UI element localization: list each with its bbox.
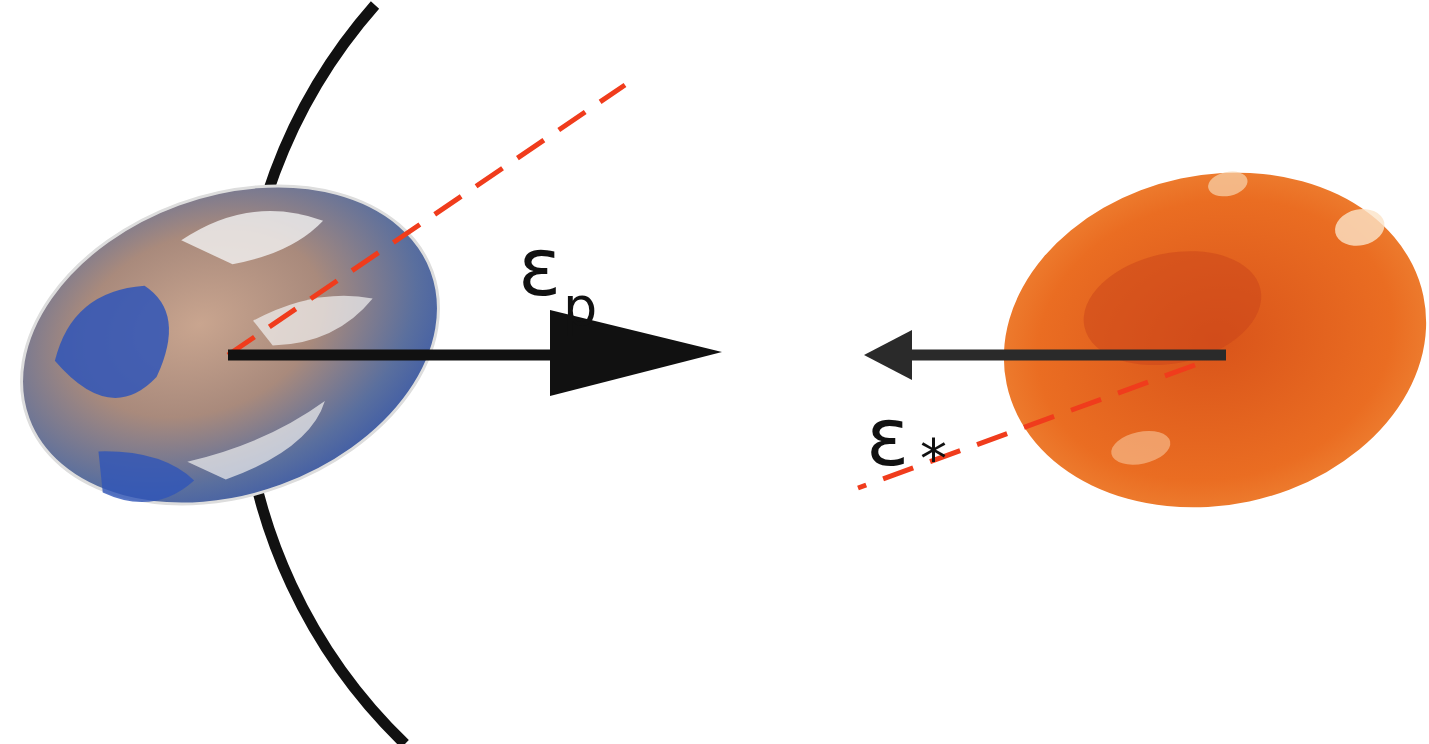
symbol-label: ε — [518, 228, 561, 308]
subscript-label: * — [920, 432, 947, 486]
symbol-label: ε — [866, 398, 909, 478]
star-arrow — [905, 350, 1226, 361]
planet-arrow — [228, 350, 560, 361]
star — [972, 134, 1429, 545]
star-axis — [858, 365, 1195, 488]
planet-axis — [228, 85, 625, 355]
subscript-label: p — [563, 280, 597, 334]
arrowhead — [864, 330, 912, 380]
